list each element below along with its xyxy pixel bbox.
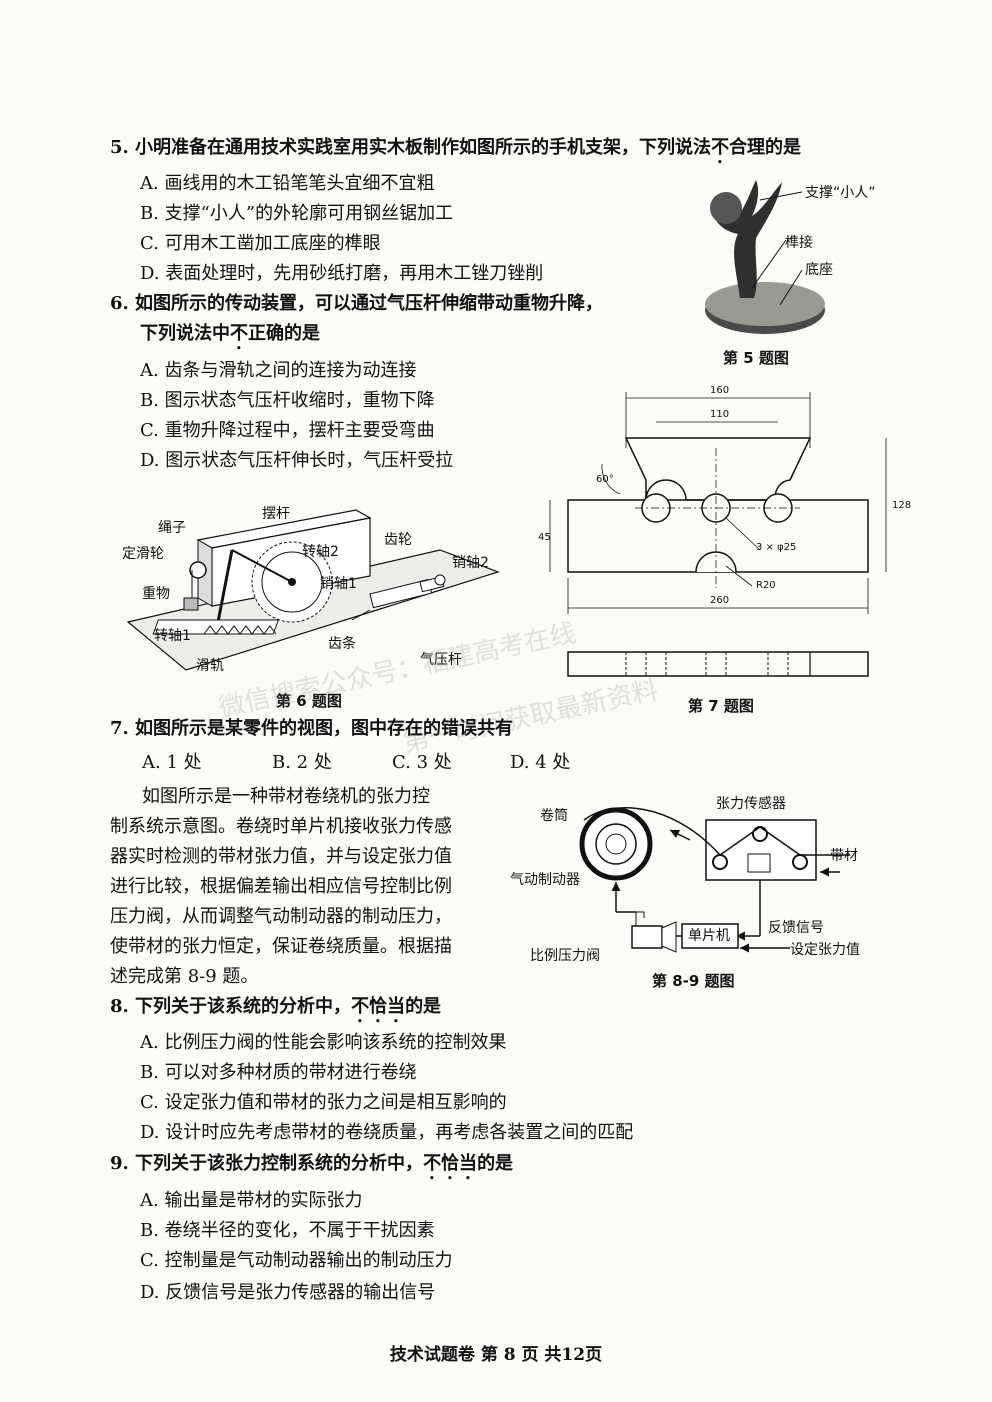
- fig89-label-drum: 卷筒: [540, 808, 568, 824]
- q6-stem-emph: 不: [230, 323, 248, 344]
- q89-intro-line7: 述完成第 8-9 题。: [110, 966, 259, 987]
- q5-stem-emph: 不: [711, 137, 730, 158]
- fig89-label-feedback: 反馈信号: [768, 920, 824, 936]
- fig89-label-tension-sensor: 张力传感器: [716, 796, 786, 812]
- q6-stem-line1: 6. 如图所示的传动装置，可以通过气压杆伸缩带动重物升降，: [110, 293, 604, 314]
- fig5-label-support: 支撑“小人”: [805, 185, 876, 201]
- fig7-dim-160: 160: [710, 385, 729, 396]
- fig6-label-weight: 重物: [142, 586, 170, 602]
- q89-intro-line6: 使带材的张力恒定，保证卷绕质量。根据描: [110, 936, 452, 957]
- q8-option-d: D. 设计时应先考虑带材的卷绕质量，再考虑各装置之间的匹配: [140, 1122, 634, 1143]
- fig7-dim-260: 260: [710, 595, 729, 606]
- q9-option-a: A. 输出量是带材的实际张力: [140, 1190, 363, 1211]
- q9-stem-a: 9. 下列关于该张力控制系统的分析中，: [110, 1153, 424, 1174]
- q5-option-a: A. 画线用的木工铅笔笔头宜细不宜粗: [140, 173, 435, 194]
- fig6-label-rack: 齿条: [328, 636, 356, 652]
- fig7-dim-110: 110: [710, 409, 729, 420]
- fig89-system-diagram: [579, 807, 850, 953]
- fig89-label-mcu: 单片机: [688, 928, 730, 944]
- q7-option-d: D. 4 处: [510, 752, 571, 773]
- q8-option-b: B. 可以对多种材质的带材进行卷绕: [140, 1062, 417, 1083]
- fig6-label-rail: 滑轨: [196, 658, 224, 674]
- q6-stem-line2: 下列说法中不正确的是: [140, 323, 320, 354]
- fig6-label-gear: 齿轮: [384, 532, 412, 548]
- fig5-phone-stand-image: [705, 180, 825, 334]
- fig7-dim-r20: R20: [756, 580, 776, 591]
- q6-option-a: A. 齿条与滑轨之间的连接为动连接: [140, 360, 417, 381]
- page-footer: 技术试题卷 第 8 页 共12页: [389, 1345, 603, 1365]
- fig7-dim-45: 45: [538, 532, 551, 543]
- q9-stem-emph: 不恰当: [423, 1153, 478, 1174]
- q5-option-b: B. 支撑“小人”的外轮廓可用钢丝锯加工: [140, 203, 454, 224]
- fig89-label-pneumatic-brake: 气动制动器: [510, 872, 580, 888]
- fig5-caption: 第 5 题图: [723, 349, 789, 367]
- q5-option-c: C. 可用木工凿加工底座的榫眼: [140, 233, 381, 254]
- fig89-label-strip: 带材: [830, 848, 858, 864]
- fig7-dim-128: 128: [892, 500, 911, 511]
- fig6-label-shaft2: 转轴2: [302, 544, 339, 560]
- q5-option-d: D. 表面处理时，先用砂纸打磨，再用木工锉刀锉削: [140, 263, 544, 284]
- q8-option-a: A. 比例压力阀的性能会影响该系统的控制效果: [140, 1032, 507, 1053]
- q89-intro-line5: 压力阀，从而调整气动制动器的制动压力，: [110, 906, 452, 927]
- q89-intro-line3: 器实时检测的带材张力值，并与设定张力值: [110, 846, 452, 867]
- fig6-label-gas-strut: 气压杆: [420, 652, 462, 668]
- fig5-label-base: 底座: [805, 262, 833, 278]
- q8-stem-b: 的是: [405, 996, 442, 1017]
- q6-option-d: D. 图示状态气压杆伸长时，气压杆受拉: [140, 450, 454, 471]
- fig6-label-fixed-pulley: 定滑轮: [122, 546, 164, 562]
- q9-option-d: D. 反馈信号是张力传感器的输出信号: [140, 1282, 436, 1303]
- fig7-caption: 第 7 题图: [688, 697, 754, 715]
- fig6-label-pin1: 销轴1: [320, 576, 357, 592]
- fig5-label-tenon: 榫接: [785, 235, 813, 251]
- q9-stem: 9. 下列关于该张力控制系统的分析中，不恰当的是: [110, 1153, 513, 1184]
- fig6-label-shaft1: 转轴1: [154, 628, 191, 644]
- fig6-transmission-drawing: [126, 509, 500, 671]
- fig89-label-setpoint: 设定张力值: [790, 942, 860, 958]
- q6-option-b: B. 图示状态气压杆收缩时，重物下降: [140, 390, 435, 411]
- q6-option-c: C. 重物升降过程中，摆杆主要受弯曲: [140, 420, 435, 441]
- fig7-part-drawing: 160 110 45 128 60° 3 × φ25 R20 260: [538, 385, 911, 677]
- q89-intro-line2: 制系统示意图。卷绕时单片机接收张力传感: [110, 816, 452, 837]
- q6-stem-a: 下列说法中: [140, 323, 230, 344]
- fig89-caption: 第 8-9 题图: [652, 972, 735, 990]
- q9-stem-b: 的是: [477, 1153, 514, 1174]
- q5-stem-b: 合理的是: [729, 137, 802, 158]
- q6-stem-b: 正确的是: [248, 323, 320, 344]
- q7-option-b: B. 2 处: [272, 752, 332, 773]
- q7-option-a: A. 1 处: [142, 752, 202, 773]
- fig89-label-valve: 比例压力阀: [530, 948, 600, 964]
- q9-option-c: C. 控制量是气动制动器输出的制动压力: [140, 1250, 453, 1271]
- q9-option-b: B. 卷绕半径的变化，不属于干扰因素: [140, 1220, 435, 1241]
- q89-intro-line1: 如图所示是一种带材卷绕机的张力控: [142, 786, 430, 807]
- q5-stem-a: 5. 小明准备在通用技术实践室用实木板制作如图所示的手机支架，下列说法: [110, 137, 712, 158]
- fig6-caption: 第 6 题图: [276, 692, 342, 710]
- q5-stem: 5. 小明准备在通用技术实践室用实木板制作如图所示的手机支架，下列说法不合理的是: [110, 137, 801, 168]
- q89-intro-line4: 进行比较，根据偏差输出相应信号控制比例: [110, 876, 452, 897]
- fig7-dim-holes: 3 × φ25: [756, 542, 796, 553]
- q8-stem-emph: 不恰当: [351, 996, 406, 1017]
- fig6-label-pin2: 销轴2: [452, 555, 489, 571]
- q8-stem-a: 8. 下列关于该系统的分析中，: [110, 996, 352, 1017]
- q8-stem: 8. 下列关于该系统的分析中，不恰当的是: [110, 996, 441, 1027]
- fig6-label-swing-rod: 摆杆: [262, 506, 290, 522]
- q7-option-c: C. 3 处: [392, 752, 452, 773]
- fig6-label-rope: 绳子: [158, 520, 186, 536]
- q8-option-c: C. 设定张力值和带材的张力之间是相互影响的: [140, 1092, 507, 1113]
- fig7-dim-60deg: 60°: [596, 474, 614, 485]
- q7-stem: 7. 如图所示是某零件的视图，图中存在的错误共有: [110, 718, 514, 739]
